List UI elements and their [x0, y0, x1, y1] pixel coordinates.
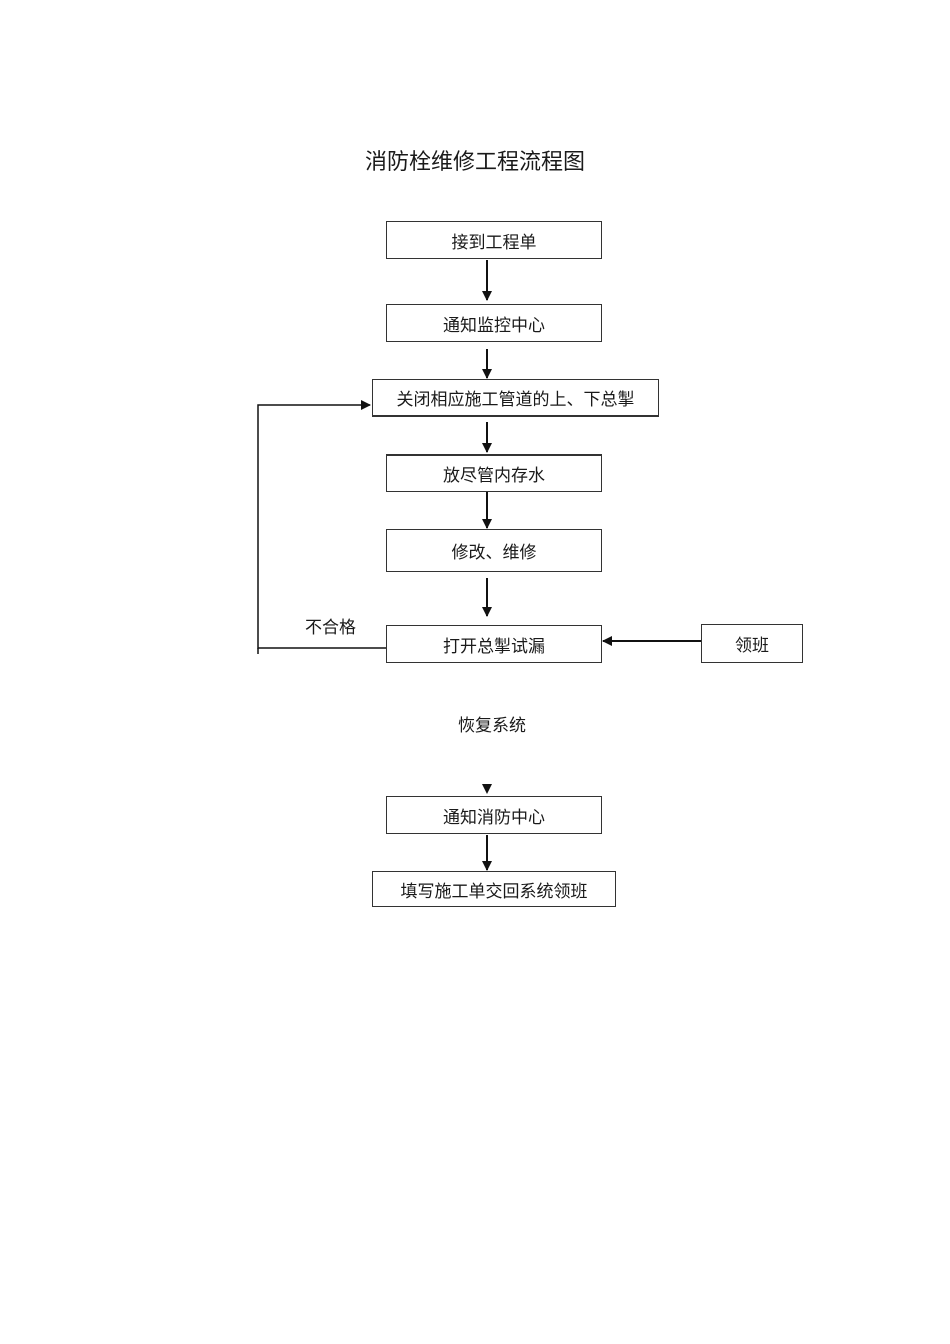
step-open-test: 打开总掣试漏 — [386, 625, 602, 663]
step-supervisor: 领班 — [701, 624, 803, 663]
step-drain-water: 放尽管内存水 — [386, 454, 602, 492]
arrow-fail-loop — [257, 400, 386, 649]
step-notify-monitor: 通知监控中心 — [386, 304, 602, 342]
step-close-valves: 关闭相应施工管道的上、下总掣 — [372, 379, 659, 417]
step-receive-order: 接到工程单 — [386, 221, 602, 259]
step-repair: 修改、维修 — [386, 529, 602, 572]
step-notify-fire-center: 通知消防中心 — [386, 796, 602, 834]
arrow-restore-marker — [482, 784, 492, 794]
label-restore-system: 恢复系统 — [458, 716, 526, 736]
diagram-title: 消防栓维修工程流程图 — [364, 150, 585, 175]
label-fail: 不合格 — [305, 618, 356, 638]
step-fill-form: 填写施工单交回系统领班 — [372, 871, 616, 907]
